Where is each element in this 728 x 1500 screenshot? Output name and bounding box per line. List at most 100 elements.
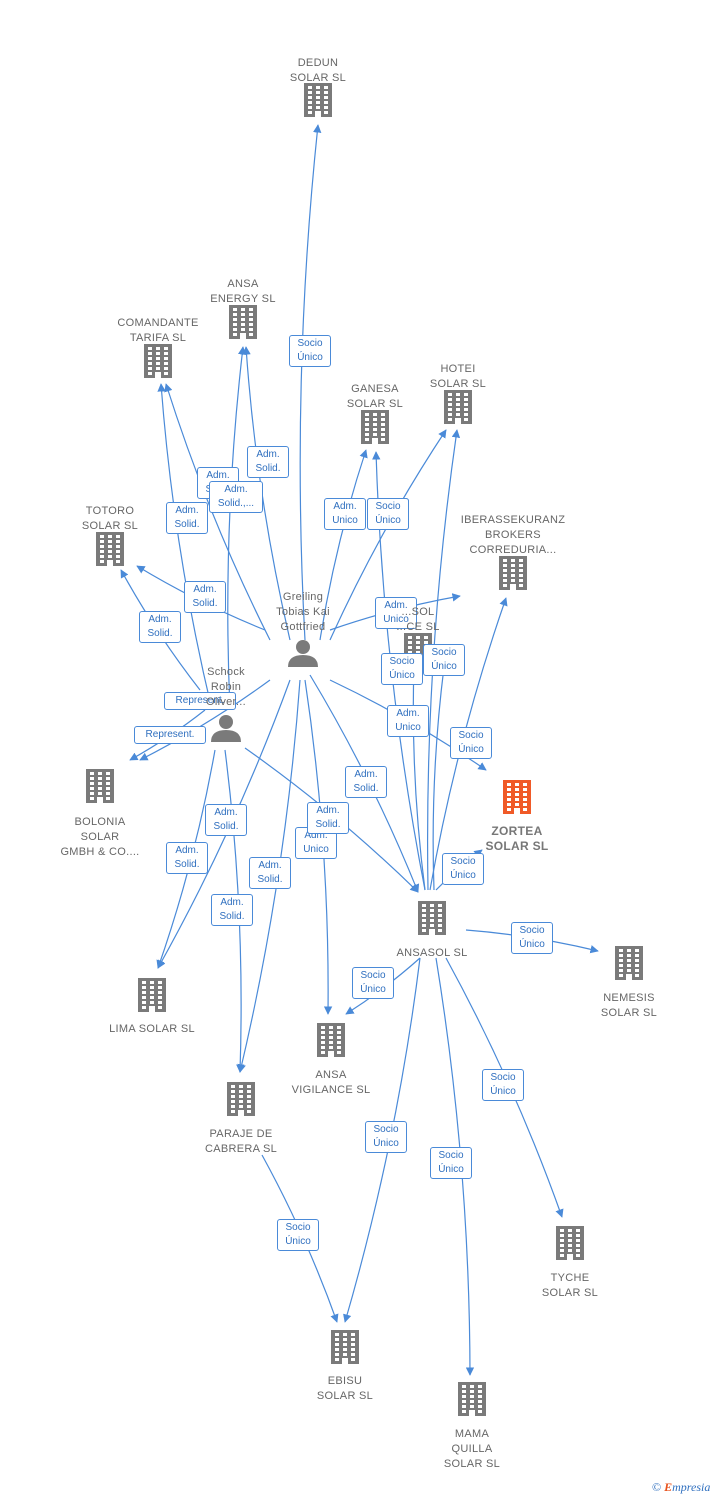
building-icon[interactable]	[96, 532, 124, 566]
relation-label-line: Represent.	[145, 729, 195, 740]
building-icon[interactable]	[317, 1023, 345, 1057]
relation-label-line: Adm.	[258, 860, 282, 871]
building-icon[interactable]	[138, 978, 166, 1012]
relation-label[interactable]: Adm.Solid.	[247, 446, 289, 478]
relation-label[interactable]: Adm.Solid.	[307, 802, 349, 834]
node-label-line: SOLAR SL	[485, 839, 549, 853]
relation-label[interactable]: Adm.Unico	[375, 597, 417, 629]
building-icon[interactable]	[304, 83, 332, 117]
relation-label[interactable]: Adm.Solid.	[211, 894, 253, 926]
node-label-line: GMBH & CO....	[60, 846, 140, 858]
relation-label-line: Adm.	[206, 470, 230, 481]
node-label-line: SOLAR	[80, 831, 120, 843]
relation-label[interactable]: Adm.Solid.	[345, 766, 387, 798]
building-icon[interactable]	[144, 344, 172, 378]
relation-label-line: Adm.	[384, 600, 408, 611]
relation-label-line: Socio	[490, 1072, 516, 1083]
relation-label-line: Socio	[450, 856, 476, 867]
building-icon[interactable]	[361, 410, 389, 444]
node-label-line: ENERGY SL	[210, 293, 276, 305]
person-icon[interactable]	[211, 715, 241, 742]
relation-label[interactable]: Adm.Solid.	[184, 581, 226, 613]
empresia-logo[interactable]: Empresia	[664, 1480, 711, 1494]
edge-greiling-dedun	[299, 124, 322, 641]
building-icon[interactable]	[499, 556, 527, 590]
building-icon[interactable]	[556, 1226, 584, 1260]
building-icon[interactable]	[227, 1082, 255, 1116]
relation-label[interactable]: Represent.	[164, 692, 236, 710]
relation-label-line: Socio	[373, 1124, 399, 1135]
relation-label[interactable]: Adm.Solid.	[205, 804, 247, 836]
relation-label[interactable]: Adm.Solid.	[166, 502, 208, 534]
relation-label[interactable]: Adm.Solid.	[249, 857, 291, 889]
building-icon[interactable]	[229, 305, 257, 339]
node-label-line: EBISU	[327, 1375, 363, 1387]
node-label-ansa_energy[interactable]: ANSA ENERGY SL	[173, 277, 313, 307]
building-icon[interactable]	[418, 901, 446, 935]
node-label-line: Tobias Kai	[276, 606, 330, 618]
edge-schock-ansa_energy	[227, 346, 247, 711]
relation-label-line: Adm.	[304, 830, 328, 841]
node-label-line: ANSA	[227, 278, 259, 290]
relation-label[interactable]: Represent.	[134, 726, 206, 744]
node-label-line: MAMA	[454, 1428, 490, 1440]
relation-label[interactable]: Adm.Solid.	[166, 842, 208, 874]
building-icon[interactable]	[331, 1330, 359, 1364]
relation-label-line: Solid.	[219, 911, 245, 922]
relation-label-line: Único	[285, 1236, 311, 1247]
edge-greiling-comandante	[164, 383, 271, 641]
copyright-symbol: ©	[652, 1480, 662, 1494]
node-label-line: ANSASOL SL	[396, 947, 468, 959]
building-icon[interactable]	[86, 769, 114, 803]
node-label-ansasolce[interactable]: ...SOL...CE SL	[348, 605, 488, 635]
building-icon[interactable]	[503, 780, 531, 814]
relation-label-line: Único	[438, 1164, 464, 1175]
relation-label-line: Socio	[285, 1222, 311, 1233]
relation-label[interactable]: Adm.Unico	[387, 705, 429, 737]
relation-label[interactable]: Adm.Solid.	[139, 611, 181, 643]
copyright-footer: © Empresia	[652, 1480, 710, 1495]
relation-label-line: Solid.	[174, 859, 200, 870]
person-icon[interactable]	[288, 640, 318, 667]
node-label-line: Oliver...	[206, 696, 246, 708]
building-icon[interactable]	[444, 390, 472, 424]
building-icon[interactable]	[458, 1382, 486, 1416]
building-icon[interactable]	[615, 946, 643, 980]
relation-label-line: Adm.	[175, 505, 199, 516]
node-label-lima[interactable]: LIMA SOLAR SL	[82, 1022, 222, 1037]
node-label-line: SOLAR SL	[541, 1287, 599, 1299]
relation-label[interactable]: Adm.Unico	[324, 498, 366, 530]
node-label-line: CORREDURIA...	[469, 544, 557, 556]
relation-label[interactable]: Adm.Solid.,...	[209, 481, 263, 513]
node-label-ansasol[interactable]: ANSASOL SL	[362, 946, 502, 961]
relation-label-line: Único	[490, 1086, 516, 1097]
